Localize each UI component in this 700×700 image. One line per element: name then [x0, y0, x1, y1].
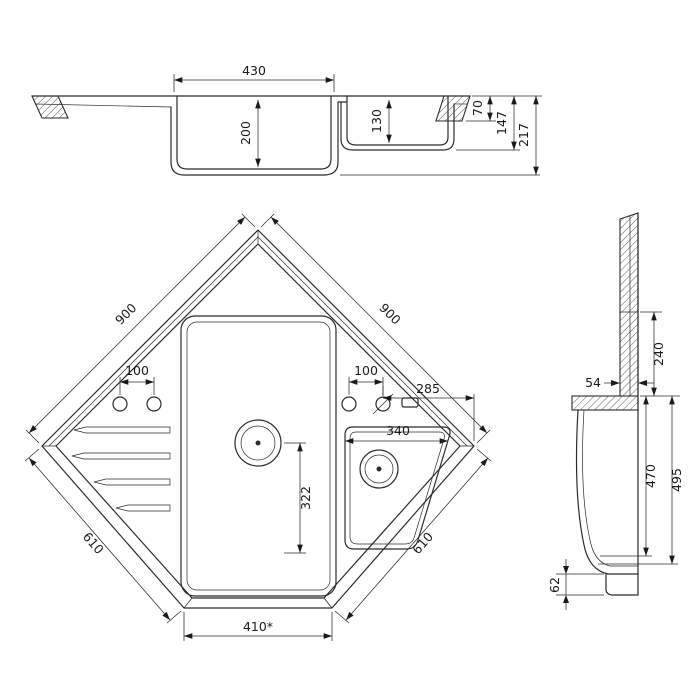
- ext-285: [382, 386, 475, 441]
- main-bowl-drain: [234, 419, 282, 467]
- main-bowl-drain-center: [255, 440, 261, 446]
- dim-label-285: 285: [416, 381, 440, 396]
- small-bowl-outline: [344, 426, 451, 550]
- ext-70: [466, 95, 542, 122]
- main-bowl-inner-outline: [186, 321, 331, 591]
- arrow-54-left: [611, 380, 620, 386]
- dim-label-147: 147: [494, 111, 509, 135]
- dim-label-100-left: 100: [125, 363, 149, 378]
- drainboard-groove: [73, 426, 171, 434]
- dim-label-54: 54: [585, 375, 601, 390]
- arrow-62-bottom: [563, 595, 569, 603]
- bowl-flange-section-hatch: [571, 395, 639, 411]
- arrow-62-top: [563, 566, 569, 574]
- small-bowl-inner-outline: [349, 431, 445, 545]
- ext-610-left: [24, 448, 182, 624]
- front-view: 430 200 130 70 147 217: [31, 63, 542, 176]
- main-bowl-inner-wall: [176, 95, 332, 170]
- small-bowl-drain-center: [376, 466, 382, 472]
- dimline-610-left: [28, 457, 171, 621]
- soap-dispenser-knockout: [401, 397, 419, 408]
- side-view-dimensions: 54 240 470 495 62: [547, 311, 684, 610]
- dim-label-130: 130: [369, 109, 384, 133]
- dimline-610-right: [345, 457, 489, 621]
- corner-miter-lines: [42, 230, 474, 609]
- dim-label-470: 470: [643, 464, 658, 488]
- dim-label-62: 62: [547, 577, 562, 593]
- drainboard-groove: [93, 478, 171, 486]
- front-apron-profile: [605, 573, 639, 596]
- faucet-hole-left-1: [112, 396, 128, 412]
- arrow-54-right: [638, 380, 647, 386]
- ext-900-left: [25, 213, 256, 444]
- dim-label-610-left: 610: [80, 529, 107, 557]
- dim-label-410: 410*: [243, 619, 273, 634]
- rim-inner-outline: [55, 243, 461, 599]
- dim-label-240: 240: [651, 342, 666, 366]
- main-bowl-drain-inner: [240, 425, 276, 461]
- bowl-inner-profile: [582, 409, 638, 567]
- ext-610-right: [334, 448, 492, 624]
- dimline-900-left: [28, 216, 246, 434]
- plan-view-geometry: [41, 229, 475, 609]
- dim-label-322: 322: [298, 486, 313, 510]
- rim-mid-lines: [48, 236, 468, 447]
- dim-label-340: 340: [386, 423, 410, 438]
- drainboard-groove: [71, 452, 171, 460]
- drainboard-groove: [115, 504, 171, 512]
- dim-label-200: 200: [238, 121, 253, 145]
- right-rim-section-hatch: [435, 95, 471, 122]
- ext-62: [556, 573, 604, 596]
- small-bowl-inner-wall: [346, 95, 449, 146]
- dim-label-495: 495: [669, 468, 684, 492]
- dim-label-900-right: 900: [376, 300, 404, 328]
- faucet-hole-right-1: [341, 396, 357, 412]
- left-rim-section-hatch: [31, 95, 69, 119]
- ext-100-left: [119, 377, 155, 395]
- front-view-geometry: [31, 95, 471, 176]
- sink-outer-outline: [41, 229, 475, 609]
- side-view-geometry: [571, 212, 639, 596]
- dim-label-610-right: 610: [409, 529, 436, 557]
- faucet-hole-left-2: [146, 396, 162, 412]
- dim-label-900-left: 900: [112, 300, 140, 328]
- ext-430: [173, 74, 335, 92]
- main-bowl-outer-wall: [170, 101, 347, 176]
- dim-label-100-right: 100: [354, 363, 378, 378]
- dim-label-430: 430: [242, 63, 266, 78]
- front-view-dimensions: 430 200 130 70 147 217: [173, 63, 542, 176]
- dimline-900-right: [270, 216, 488, 434]
- side-view: 54 240 470 495 62: [547, 212, 684, 610]
- small-bowl-outer-wall: [340, 101, 455, 151]
- bowl-outer-profile: [575, 409, 639, 575]
- ext-900-right: [260, 213, 491, 444]
- dim-label-70: 70: [470, 100, 485, 116]
- ext-100-right: [348, 377, 384, 395]
- back-rim-section-hatch: [619, 212, 639, 397]
- dim-label-217: 217: [516, 123, 531, 147]
- plan-view: 900 900 610 610 410* 100 100 285 340: [24, 213, 492, 641]
- main-bowl-outline: [180, 315, 337, 597]
